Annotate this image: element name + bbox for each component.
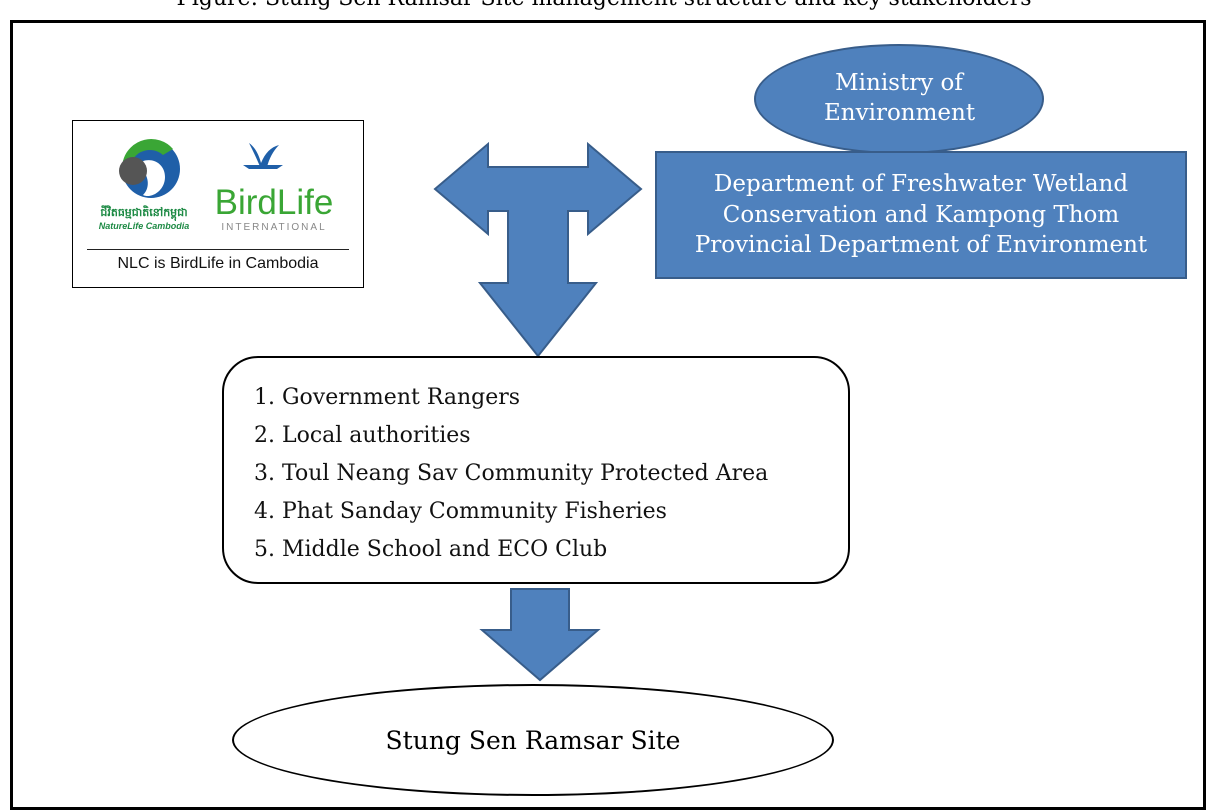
department-node: Department of Freshwater Wetland Conserv… bbox=[655, 151, 1187, 279]
ramsar-site-label: Stung Sen Ramsar Site bbox=[385, 725, 681, 755]
department-line-2: Conservation and Kampong Thom bbox=[722, 201, 1120, 228]
naturelife-bird-icon bbox=[119, 139, 180, 198]
department-label: Department of Freshwater Wetland Conserv… bbox=[681, 169, 1161, 260]
down-arrow bbox=[479, 588, 601, 682]
logo-caption: NLC is BirdLife in Cambodia bbox=[117, 255, 319, 272]
partner-logo-panel: ជីវិតធម្មជាតិនៅកម្ពុជា NatureLife Cambod… bbox=[72, 120, 364, 288]
birdlife-wordmark: BirdLife bbox=[214, 183, 334, 222]
international-label: INTERNATIONAL bbox=[221, 222, 327, 233]
ministry-line-1: Ministry of bbox=[835, 70, 963, 97]
logo-graphics bbox=[119, 139, 283, 198]
stakeholder-item: 2. Local authorities bbox=[254, 423, 471, 448]
birdlife-bird-icon bbox=[243, 143, 283, 169]
stakeholder-item: 1. Government Rangers bbox=[254, 385, 521, 410]
ramsar-site-node: Stung Sen Ramsar Site bbox=[232, 684, 834, 796]
khmer-org-name: ជីវិតធម្មជាតិនៅកម្ពុជា bbox=[100, 206, 188, 219]
department-line-1: Department of Freshwater Wetland bbox=[713, 171, 1129, 198]
ministry-node: Ministry of Environment bbox=[754, 44, 1044, 154]
stakeholder-item: 4. Phat Sanday Community Fisheries bbox=[254, 499, 667, 524]
naturelife-name: NatureLife Cambodia bbox=[98, 221, 190, 231]
logo-divider bbox=[87, 249, 349, 250]
stakeholders-node: 1. Government Rangers 2. Local authoriti… bbox=[222, 356, 850, 584]
ministry-line-2: Environment bbox=[824, 100, 976, 126]
stakeholder-item: 3. Toul Neang Sav Community Protected Ar… bbox=[254, 461, 769, 486]
ministry-label: Ministry of Environment bbox=[824, 69, 976, 129]
t-arrow bbox=[433, 141, 643, 358]
department-line-3: Provincial Department of Environment bbox=[694, 232, 1148, 259]
stakeholder-item: 5. Middle School and ECO Club bbox=[254, 537, 608, 562]
figure-caption: Figure: Stung Sen Ramsar Site management… bbox=[0, 0, 1208, 11]
stakeholders-list: 1. Government Rangers 2. Local authoriti… bbox=[254, 380, 768, 570]
